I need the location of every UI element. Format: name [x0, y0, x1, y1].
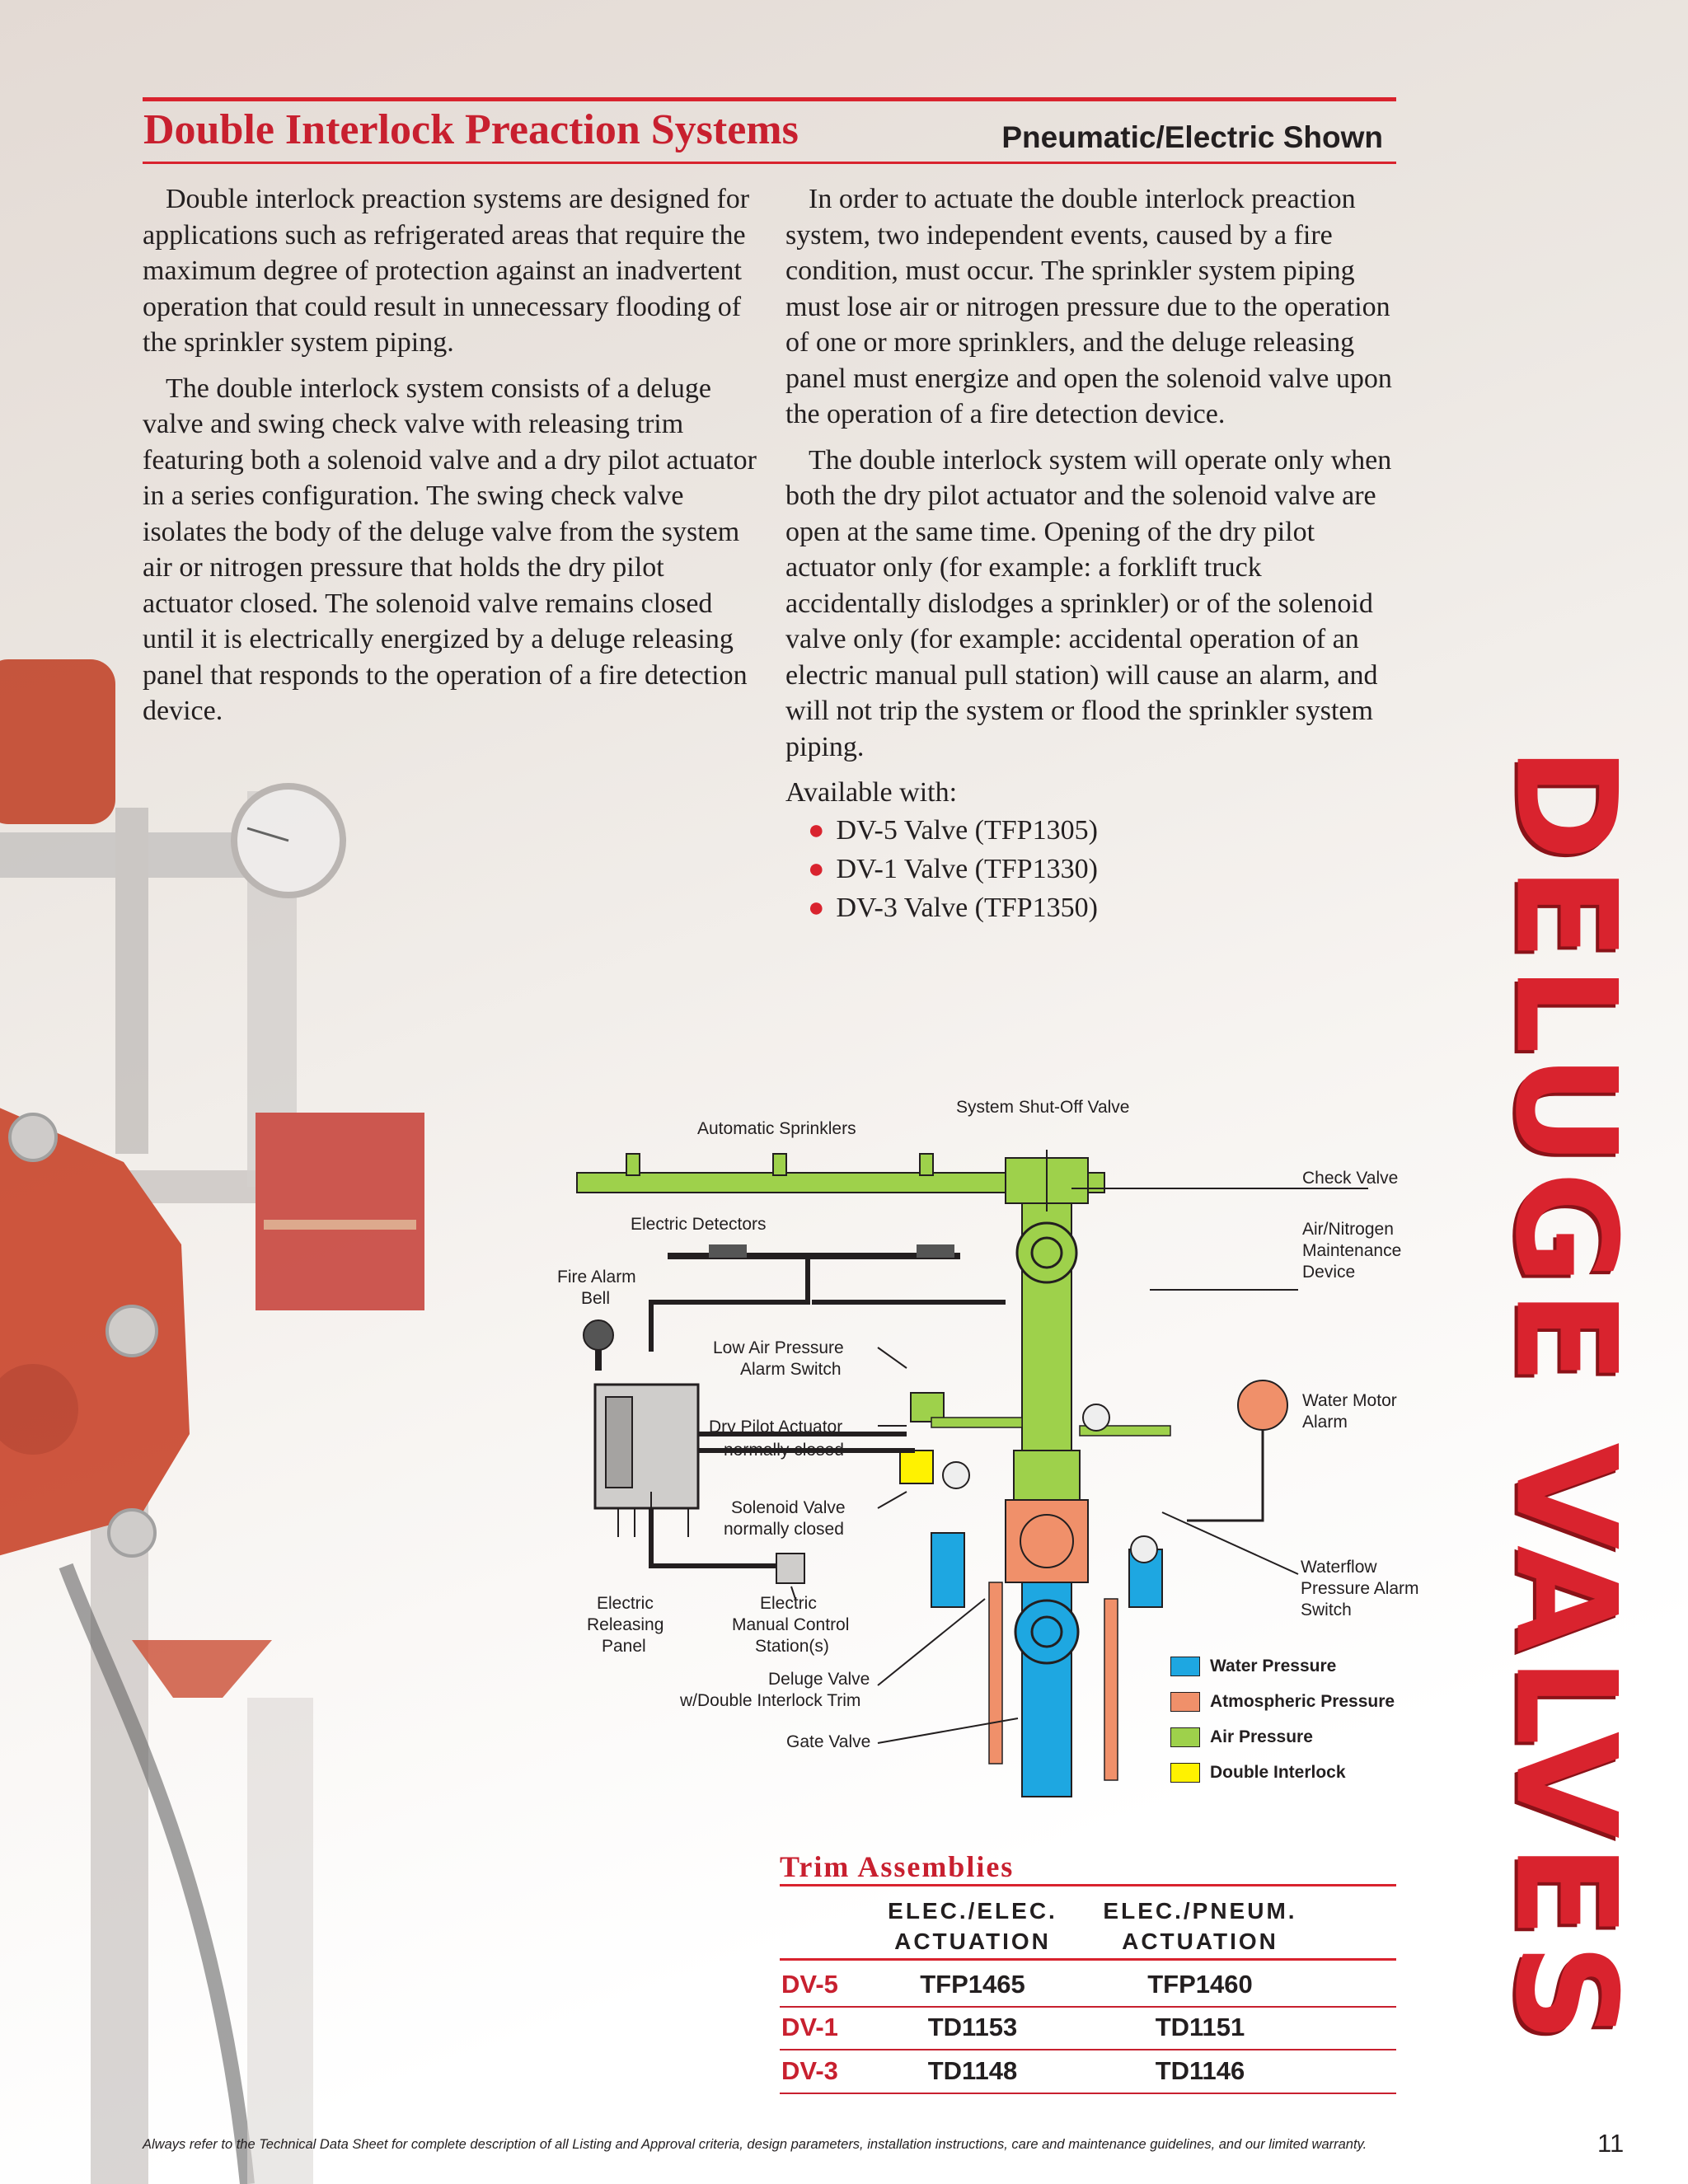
cell-elec: TD1148 [927, 2056, 1018, 2085]
column-header-elec-pneum: ELEC./PNEUM. ACTUATION [1103, 1898, 1297, 1954]
trim-title: Trim Assemblies [780, 1850, 1015, 1883]
row-divider [780, 2049, 1396, 2050]
cell-pneum: TD1151 [1155, 2013, 1245, 2041]
label-waterflow: Waterflow [1301, 1558, 1377, 1577]
available-list: ●DV-5 Valve (TFP1305) ●DV-1 Valve (TFP13… [785, 811, 1400, 927]
svg-text:Pressure Alarm: Pressure Alarm [1301, 1579, 1419, 1598]
bullet-icon: ● [808, 814, 825, 846]
paragraph: Double interlock preaction systems are d… [143, 184, 750, 358]
svg-text:Alarm: Alarm [1302, 1413, 1348, 1432]
right-column: In order to actuate the double interlock… [785, 181, 1400, 927]
svg-text:Maintenance: Maintenance [1302, 1241, 1401, 1260]
system-diagram: System Shut-Off Valve Automatic Sprinkle… [557, 1098, 1419, 1797]
available-label: Available with: [785, 777, 958, 808]
svg-text:Panel: Panel [602, 1637, 646, 1656]
label-gate-valve: Gate Valve [786, 1732, 870, 1751]
svg-text:Alarm Switch: Alarm Switch [740, 1360, 842, 1379]
page-number: 11 [1597, 2129, 1625, 2158]
svg-text:normally closed: normally closed [724, 1520, 844, 1539]
svg-text:Station(s): Station(s) [755, 1637, 829, 1656]
sprinkler-icon [919, 1153, 934, 1176]
row-divider [780, 2093, 1396, 2094]
table-header-rule [780, 1958, 1396, 1961]
label-low-air: Low Air Pressure [713, 1338, 844, 1357]
legend-item: Air Pressure [1170, 1719, 1395, 1755]
legend-swatch [1170, 1691, 1200, 1712]
left-column: Double interlock preaction systems are d… [143, 181, 757, 739]
row-divider [780, 2006, 1396, 2008]
legend-item: Atmospheric Pressure [1170, 1684, 1395, 1719]
label-deluge-valve: Deluge Valve [768, 1670, 870, 1689]
label-fire-alarm: Fire Alarm [557, 1268, 636, 1286]
footer-note: Always refer to the Technical Data Sheet… [143, 2137, 1367, 2152]
legend-swatch [1170, 1656, 1200, 1676]
legend-item: Water Pressure [1170, 1648, 1395, 1684]
list-item: ●DV-3 Valve (TFP1350) [808, 892, 1098, 923]
sidebar-title: DELUGE VALVES [1485, 746, 1648, 2048]
svg-text:w/Double Interlock Trim: w/Double Interlock Trim [679, 1691, 860, 1710]
row-model: DV-3 [781, 2056, 838, 2085]
svg-text:Releasing: Releasing [587, 1615, 663, 1634]
legend-swatch [1170, 1727, 1200, 1747]
page-subtitle: Pneumatic/Electric Shown [1001, 120, 1383, 154]
list-item: ●DV-5 Valve (TFP1305) [808, 814, 1098, 846]
paragraph: In order to actuate the double interlock… [785, 184, 1392, 429]
header-rule-bottom [143, 162, 1396, 164]
label-check-valve: Check Valve [1302, 1169, 1398, 1188]
bullet-icon: ● [808, 892, 825, 923]
paragraph: The double interlock system will operate… [785, 444, 1392, 762]
svg-text:Switch: Switch [1301, 1601, 1352, 1619]
cell-elec: TD1153 [927, 2013, 1018, 2041]
section-sidebar: DELUGE VALVES [1484, 709, 1648, 2085]
legend-swatch [1170, 1762, 1200, 1783]
bullet-icon: ● [808, 853, 825, 884]
label-manual-station: Electric [760, 1594, 817, 1613]
column-header-elec-elec: ELEC./ELEC. ACTUATION [888, 1898, 1057, 1954]
label-system-shutoff: System Shut-Off Valve [956, 1098, 1129, 1117]
trim-rule [780, 1884, 1396, 1886]
svg-text:Bell: Bell [581, 1289, 610, 1308]
svg-text:Device: Device [1302, 1263, 1355, 1282]
label-air-nitrogen: Air/Nitrogen [1302, 1220, 1394, 1239]
cell-pneum: TD1146 [1155, 2056, 1245, 2085]
label-dry-pilot: Dry Pilot Actuator [709, 1418, 842, 1436]
label-electric-detectors: Electric Detectors [631, 1215, 767, 1234]
valve-assembly-photo [0, 659, 424, 2184]
legend-item: Double Interlock [1170, 1755, 1395, 1790]
row-model: DV-1 [781, 2013, 838, 2041]
cell-pneum: TFP1460 [1147, 1970, 1253, 1999]
cell-elec: TFP1465 [920, 1970, 1025, 1999]
row-model: DV-5 [781, 1970, 838, 1999]
header-rule-top [143, 97, 1396, 101]
list-item: ●DV-1 Valve (TFP1330) [808, 853, 1098, 884]
svg-text:Manual Control: Manual Control [732, 1615, 849, 1634]
label-water-motor: Water Motor [1302, 1391, 1397, 1410]
sprinkler-icon [626, 1153, 640, 1176]
label-automatic-sprinklers: Automatic Sprinklers [697, 1119, 856, 1138]
label-solenoid: Solenoid Valve [731, 1498, 846, 1517]
svg-text:normally closed: normally closed [724, 1441, 844, 1460]
label-releasing-panel: Electric [597, 1594, 654, 1613]
diagram-legend: Water Pressure Atmospheric Pressure Air … [1170, 1648, 1395, 1790]
paragraph: The double interlock system consists of … [143, 373, 757, 727]
page-title: Double Interlock Preaction Systems [143, 106, 799, 153]
sprinkler-icon [772, 1153, 787, 1176]
